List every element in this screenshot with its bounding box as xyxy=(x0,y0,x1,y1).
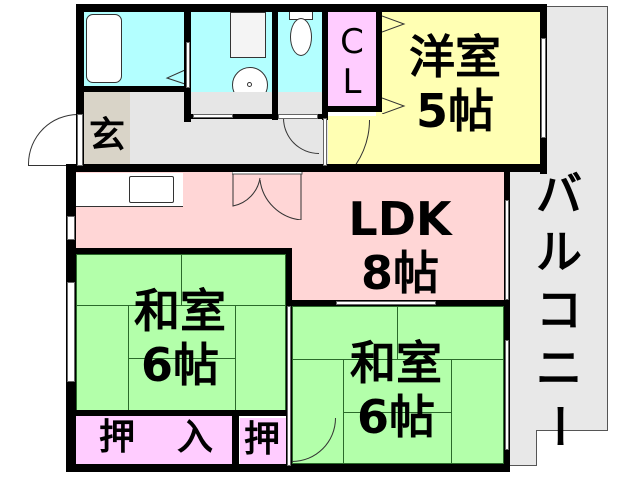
wall xyxy=(232,410,239,470)
closet-label-line2: L xyxy=(342,62,362,102)
western-room-label: 洋室 5帖 xyxy=(390,30,520,138)
japanese-room-right xyxy=(292,306,504,464)
bathtub-icon xyxy=(86,14,122,83)
closet-oshiire-small-label: 押 xyxy=(243,419,280,460)
japanese-room-left-size: 6帖 xyxy=(140,338,219,392)
balcony-char: ニ xyxy=(536,341,582,395)
japanese-room-right-size: 6帖 xyxy=(356,390,435,444)
balcony-label: バ ル コ ニ ー xyxy=(532,165,586,455)
window[interactable] xyxy=(505,200,509,300)
ldk-label: LDK 8帖 xyxy=(330,192,470,300)
door-swing-icon xyxy=(382,15,406,114)
ldk-lower xyxy=(290,250,506,302)
window[interactable] xyxy=(67,282,75,382)
wall xyxy=(76,86,188,92)
window[interactable] xyxy=(67,216,75,240)
japanese-room-right-label: 和室 6帖 xyxy=(326,336,466,444)
japanese-room-left-name: 和室 xyxy=(134,284,226,338)
wall xyxy=(322,106,382,112)
wall xyxy=(66,464,510,472)
wall xyxy=(322,4,328,120)
western-room-name: 洋室 xyxy=(409,30,501,84)
entrance-label: 玄 xyxy=(88,115,125,156)
balcony-notch xyxy=(505,430,537,466)
balcony-char: バ xyxy=(536,167,582,221)
western-room xyxy=(376,8,541,166)
wall xyxy=(66,410,292,416)
front-door-arc-icon[interactable] xyxy=(28,114,78,166)
balcony-char: ル xyxy=(536,225,582,279)
window[interactable] xyxy=(541,38,546,138)
washing-machine-icon xyxy=(230,12,266,58)
balcony-char: コ xyxy=(536,283,582,337)
double-door-icon[interactable] xyxy=(232,170,304,220)
wall xyxy=(66,164,546,172)
wall xyxy=(66,248,292,254)
western-room-size: 5帖 xyxy=(415,84,494,138)
door-frame xyxy=(323,118,327,166)
japanese-room-right-name: 和室 xyxy=(350,336,442,390)
wall xyxy=(376,4,382,112)
closet-label: C L xyxy=(328,22,376,102)
door-frame xyxy=(287,306,291,466)
wall xyxy=(76,4,546,12)
door-frame xyxy=(186,42,190,88)
closet-label-line1: C xyxy=(340,22,364,62)
balcony-char: ー xyxy=(532,403,586,449)
closet-cl xyxy=(328,8,376,110)
kitchen-sink-icon xyxy=(129,176,174,203)
closet-oshiire-small xyxy=(240,418,288,464)
wall xyxy=(504,164,510,470)
wall xyxy=(272,4,278,120)
door-frame xyxy=(278,114,318,119)
entrance xyxy=(84,92,130,166)
front-door-frame[interactable] xyxy=(77,114,83,166)
ldk-size: 8帖 xyxy=(360,246,439,300)
wall xyxy=(184,114,328,119)
door-frame xyxy=(193,114,233,118)
japanese-room-left-label: 和室 6帖 xyxy=(110,284,250,392)
wall xyxy=(76,4,84,88)
closet-oshiire-large xyxy=(76,416,234,464)
sliding-door[interactable] xyxy=(336,301,436,305)
closet-oshiire-char1: 押 xyxy=(98,417,135,458)
ldk-name: LDK xyxy=(348,192,452,246)
toilet-bowl-icon xyxy=(290,18,312,56)
door-swing-icon xyxy=(165,69,186,85)
window[interactable] xyxy=(505,340,509,450)
hallway-step xyxy=(130,92,190,122)
sink-drain-icon xyxy=(247,82,252,87)
tatami-mat xyxy=(451,359,504,464)
closet-oshiire-char2: 入 xyxy=(176,417,213,458)
